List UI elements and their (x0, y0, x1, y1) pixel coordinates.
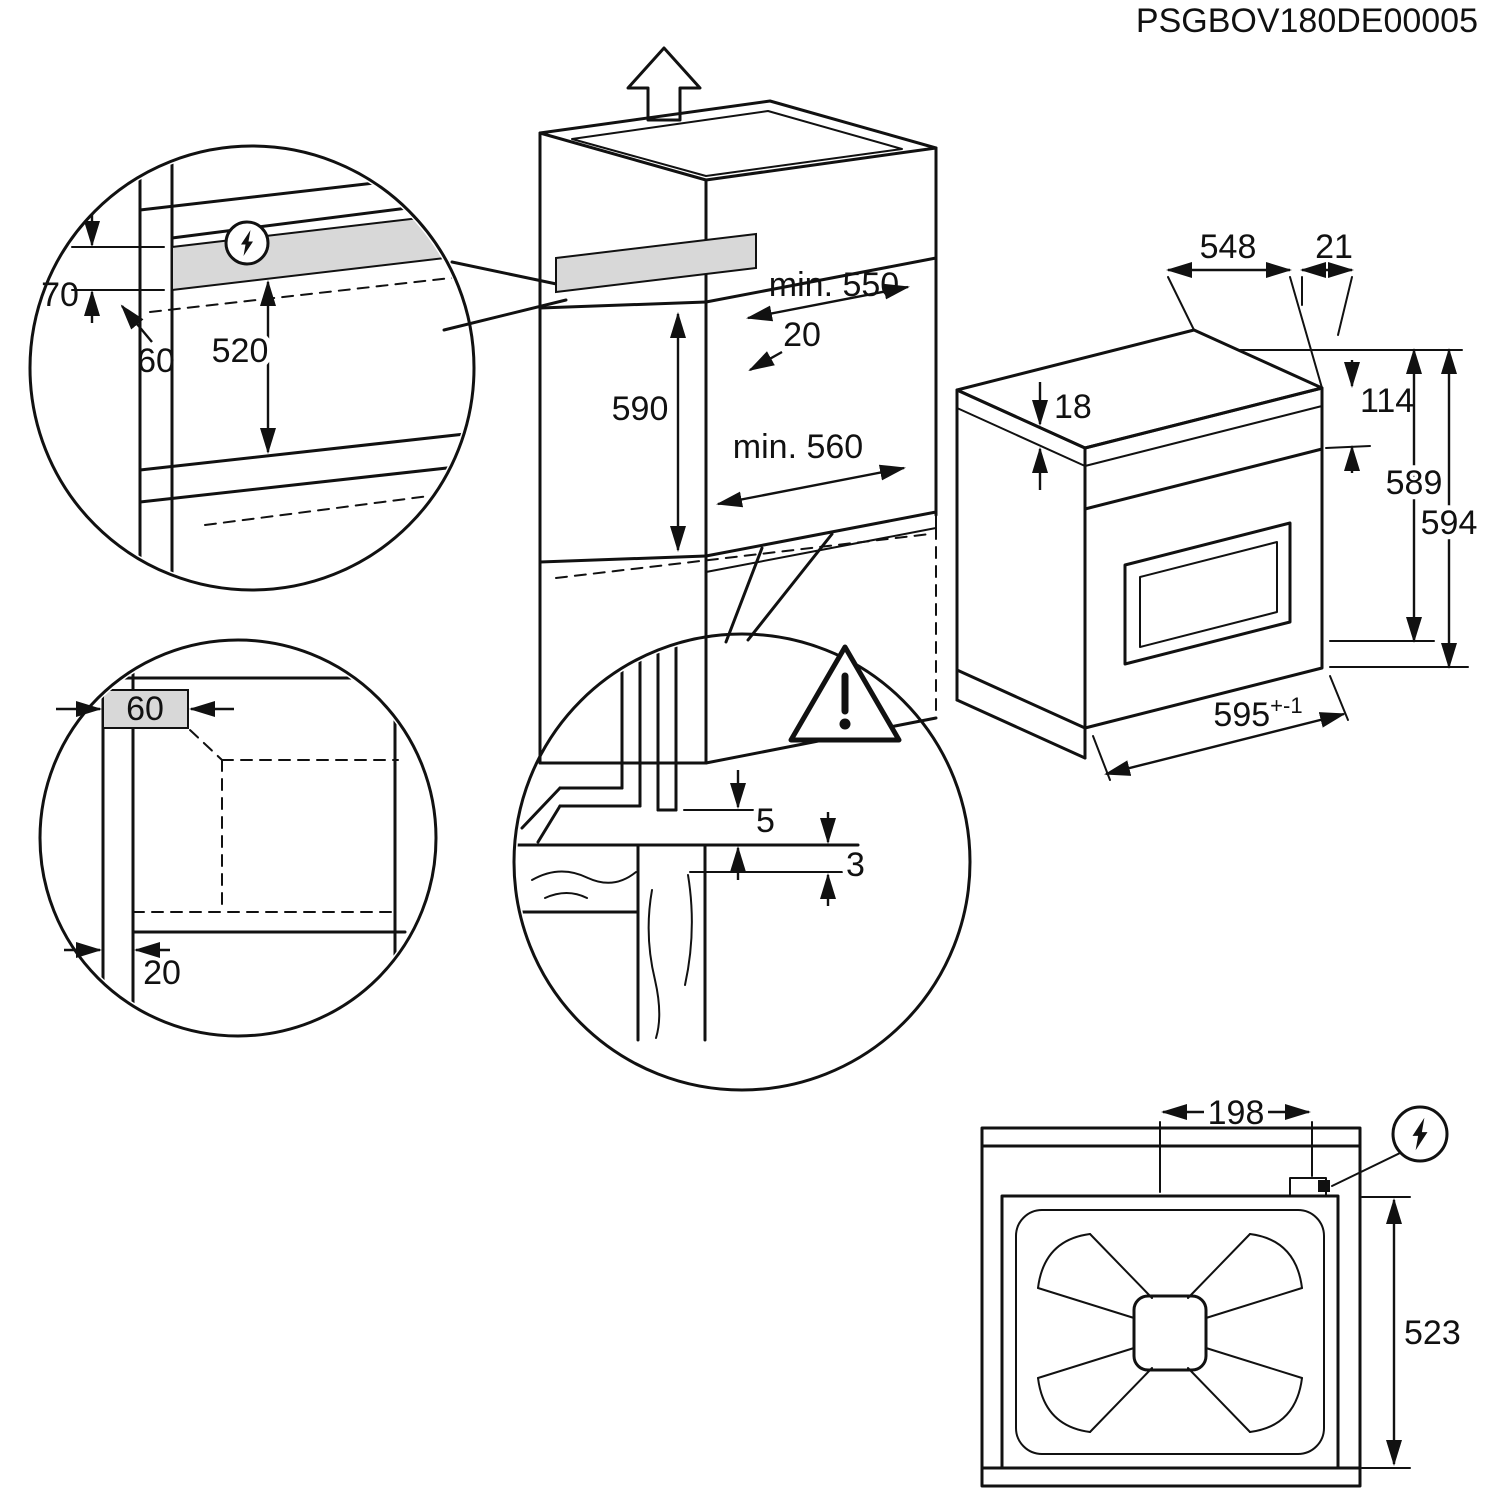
dim-overall-height: 594 (1421, 504, 1478, 542)
detail-circle-outline (38, 638, 438, 1038)
oven-front-face (1083, 386, 1324, 730)
document-code: PSGBOV180DE00005 (1136, 2, 1478, 40)
warning-triangle-icon (788, 644, 902, 743)
oven-left-face (955, 388, 1087, 730)
detail-circle-outline (512, 632, 972, 1092)
dim-oven-depth: 548 (1200, 228, 1257, 266)
dim-corner-inset: 60 (126, 690, 164, 728)
dim-side-gap: 20 (143, 954, 181, 992)
dim-lower-gap: 3 (846, 846, 865, 884)
door-window-inner (1139, 541, 1278, 648)
dim-min-width: min. 560 (733, 428, 863, 466)
electrical-detail-content (138, 149, 471, 587)
connection-terminal (1318, 1180, 1330, 1192)
dim-connection-offset: 198 (1208, 1094, 1265, 1132)
door-window-outer (1123, 521, 1292, 666)
dim-height-to-shelf: 520 (212, 332, 269, 370)
oven-top-view: 198 523 (980, 1094, 1466, 1488)
wood-grain (684, 874, 693, 986)
dim-oven-width: 595+-1 (1213, 693, 1302, 734)
top-view-outer (980, 1126, 1362, 1488)
electrical-detail-circle: 70 60 520 (28, 144, 476, 592)
dim-top-clearance: 18 (1054, 388, 1092, 426)
dim-panel-height: 114 (1360, 382, 1414, 420)
control-panel-line (1083, 447, 1324, 511)
cabinet-column: min. 550 20 590 min. 560 (538, 46, 938, 765)
oven-top-face (955, 328, 1324, 450)
corner-inset-zone (102, 689, 189, 729)
up-arrow-icon (626, 46, 702, 122)
detail-circle-outline (28, 144, 476, 592)
top-panel-emboss (1015, 1209, 1325, 1455)
dim-upper-gap: 5 (756, 802, 775, 840)
corner-detail-circle: 60 20 (38, 638, 438, 1038)
dim-niche-height: 590 (612, 390, 669, 428)
dim-front-gap: 20 (783, 316, 821, 354)
power-supply-zone (171, 213, 446, 292)
gap-detail-content (517, 637, 860, 1042)
bolt-icon (224, 220, 270, 266)
wood-grain (531, 870, 637, 884)
dim-door-overhang: 21 (1315, 228, 1353, 266)
gap-detail-circle: 5 3 (512, 632, 972, 1092)
wood-grain (544, 892, 588, 899)
dim-body-height: 589 (1386, 464, 1443, 502)
top-view-casing (1000, 1194, 1340, 1470)
oven-isometric: 548 21 18 114 589 594 595+-1 (955, 228, 1482, 781)
dim-recess-depth: 60 (137, 342, 175, 380)
dim-min-depth: min. 550 (769, 266, 899, 304)
bolt-icon (1391, 1105, 1449, 1163)
callout-wedge-electrical (442, 260, 568, 332)
power-supply-zone-cabinet (555, 232, 757, 294)
center-emboss (1132, 1294, 1208, 1372)
wood-grain (647, 889, 661, 1039)
dim-depth-to-rear: 523 (1404, 1314, 1461, 1352)
corner-detail-content (83, 643, 407, 1033)
callout-wedge-gap (724, 532, 834, 644)
dim-recess-height: 70 (41, 276, 79, 314)
